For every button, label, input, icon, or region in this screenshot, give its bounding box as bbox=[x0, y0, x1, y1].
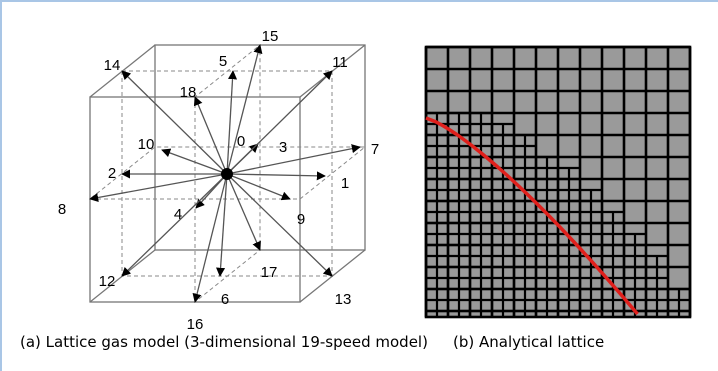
velocity-label-18: 18 bbox=[180, 84, 197, 101]
velocity-vector-1 bbox=[226, 171, 326, 181]
velocity-vector-15 bbox=[226, 44, 263, 175]
lattice-border bbox=[424, 45, 692, 319]
velocity-vector-8 bbox=[89, 173, 228, 203]
velocity-vector-14 bbox=[121, 70, 228, 175]
velocity-label-10: 10 bbox=[138, 136, 155, 153]
velocity-label-2: 2 bbox=[108, 165, 116, 182]
analytical-lattice bbox=[424, 45, 692, 319]
velocity-vectors bbox=[89, 44, 361, 303]
velocity-vector-17 bbox=[226, 173, 261, 251]
velocity-vector-9 bbox=[226, 173, 291, 201]
velocity-label-8: 8 bbox=[58, 201, 66, 218]
velocity-label-3: 3 bbox=[279, 139, 287, 156]
velocity-label-0: 0 bbox=[237, 133, 245, 150]
velocity-vector-16 bbox=[192, 173, 228, 303]
velocity-label-9: 9 bbox=[297, 211, 305, 228]
velocity-vector-13 bbox=[226, 173, 333, 277]
velocity-label-15: 15 bbox=[262, 28, 279, 45]
caption-b: (b) Analytical lattice bbox=[453, 333, 605, 351]
velocity-label-5: 5 bbox=[219, 53, 227, 70]
velocity-vector-11 bbox=[226, 70, 333, 175]
velocity-vector-7 bbox=[226, 144, 361, 175]
velocity-label-12: 12 bbox=[99, 273, 116, 290]
velocity-vector-18 bbox=[193, 96, 228, 175]
velocity-label-1: 1 bbox=[341, 175, 349, 192]
velocity-label-13: 13 bbox=[335, 291, 352, 308]
velocity-vector-12 bbox=[121, 173, 228, 277]
velocity-vector-6 bbox=[216, 173, 228, 277]
velocity-label-7: 7 bbox=[371, 141, 379, 158]
velocity-label-6: 6 bbox=[221, 291, 229, 308]
velocity-label-11: 11 bbox=[332, 54, 348, 71]
velocity-label-14: 14 bbox=[104, 57, 121, 74]
velocity-vector-5 bbox=[226, 70, 238, 175]
velocity-label-17: 17 bbox=[261, 264, 278, 281]
velocity-label-4: 4 bbox=[174, 206, 182, 223]
center-node bbox=[221, 168, 233, 180]
caption-a: (a) Lattice gas model (3-dimensional 19-… bbox=[20, 333, 428, 351]
velocity-label-16: 16 bbox=[187, 316, 204, 333]
boundary-curve bbox=[425, 116, 639, 316]
velocity-vector-10 bbox=[161, 148, 228, 175]
